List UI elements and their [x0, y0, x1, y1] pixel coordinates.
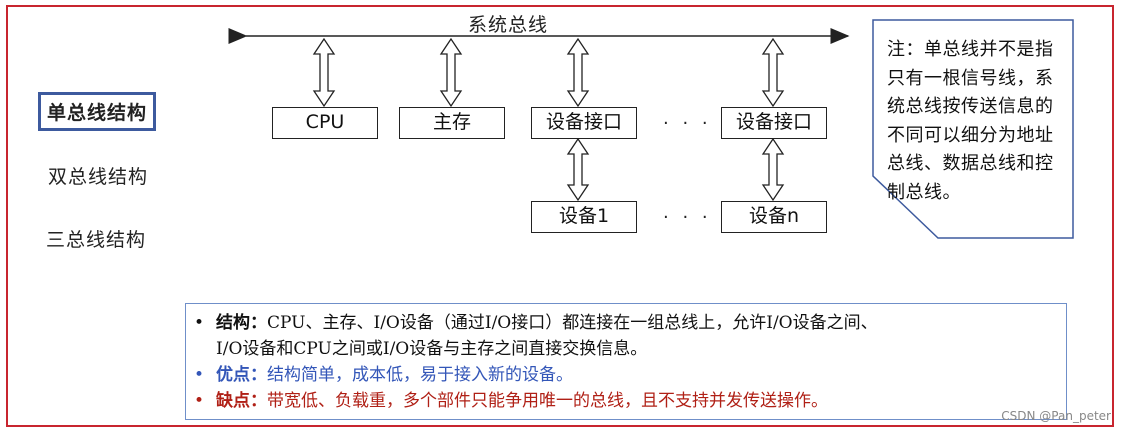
bullet-icon: •	[194, 313, 205, 333]
outer-frame	[6, 5, 1114, 427]
double-arrow-interface-1	[566, 37, 590, 108]
bullet-icon: •	[194, 391, 205, 411]
nav-item-dual-bus[interactable]: 双总线结构	[48, 166, 149, 188]
double-arrow-cpu	[312, 37, 336, 108]
memory-box: 主存	[399, 107, 505, 139]
ellipsis-bottom: · · ·	[663, 207, 712, 228]
cpu-box: CPU	[272, 107, 378, 139]
structure-text-1: CPU、主存、I/O设备（通过I/O接口）都连接在一组总线上，允许I/O设备之间…	[267, 313, 878, 333]
cons-text: 带宽低、负载重，多个部件只能争用唯一的总线，且不支持并发传送操作。	[267, 391, 828, 411]
cons-line: • 缺点：带宽低、负载重，多个部件只能争用唯一的总线，且不支持并发传送操作。	[194, 388, 828, 414]
note-text: 注：单总线并不是指只有一根信号线，系统总线按传送信息的不同可以细分为地址总线、数…	[887, 39, 1054, 203]
double-arrow-interface-n	[761, 37, 785, 108]
info-box: • 结构：CPU、主存、I/O设备（通过I/O接口）都连接在一组总线上，允许I/O…	[185, 303, 1067, 420]
system-bus-label: 系统总线	[468, 14, 549, 36]
structure-line-2: I/O设备和CPU之间或I/O设备与主存之间直接交换信息。	[216, 336, 647, 362]
pros-line: • 优点：结构简单，成本低，易于接入新的设备。	[194, 362, 573, 388]
structure-text-2: I/O设备和CPU之间或I/O设备与主存之间直接交换信息。	[216, 339, 648, 359]
structure-line-1: • 结构：CPU、主存、I/O设备（通过I/O接口）都连接在一组总线上，允许I/O…	[194, 310, 878, 336]
device-box-n: 设备n	[721, 201, 827, 233]
nav-item-triple-bus[interactable]: 三总线结构	[46, 229, 147, 251]
structure-key: 结构：	[216, 313, 267, 333]
nav-item-single-bus[interactable]: 单总线结构	[38, 92, 157, 131]
pros-key: 优点：	[216, 365, 267, 385]
watermark: CSDN @Pan_peter	[1001, 409, 1111, 423]
note-callout	[872, 19, 1074, 239]
cons-key: 缺点：	[216, 391, 267, 411]
pros-text: 结构简单，成本低，易于接入新的设备。	[267, 365, 573, 385]
double-arrow-device-n	[761, 137, 785, 202]
device-interface-box-1: 设备接口	[531, 107, 637, 139]
ellipsis-top: · · ·	[663, 113, 712, 134]
double-arrow-device-1	[566, 137, 590, 202]
device-interface-box-n: 设备接口	[721, 107, 827, 139]
bullet-icon: •	[194, 365, 205, 385]
double-arrow-memory	[439, 37, 463, 108]
device-box-1: 设备1	[531, 201, 637, 233]
